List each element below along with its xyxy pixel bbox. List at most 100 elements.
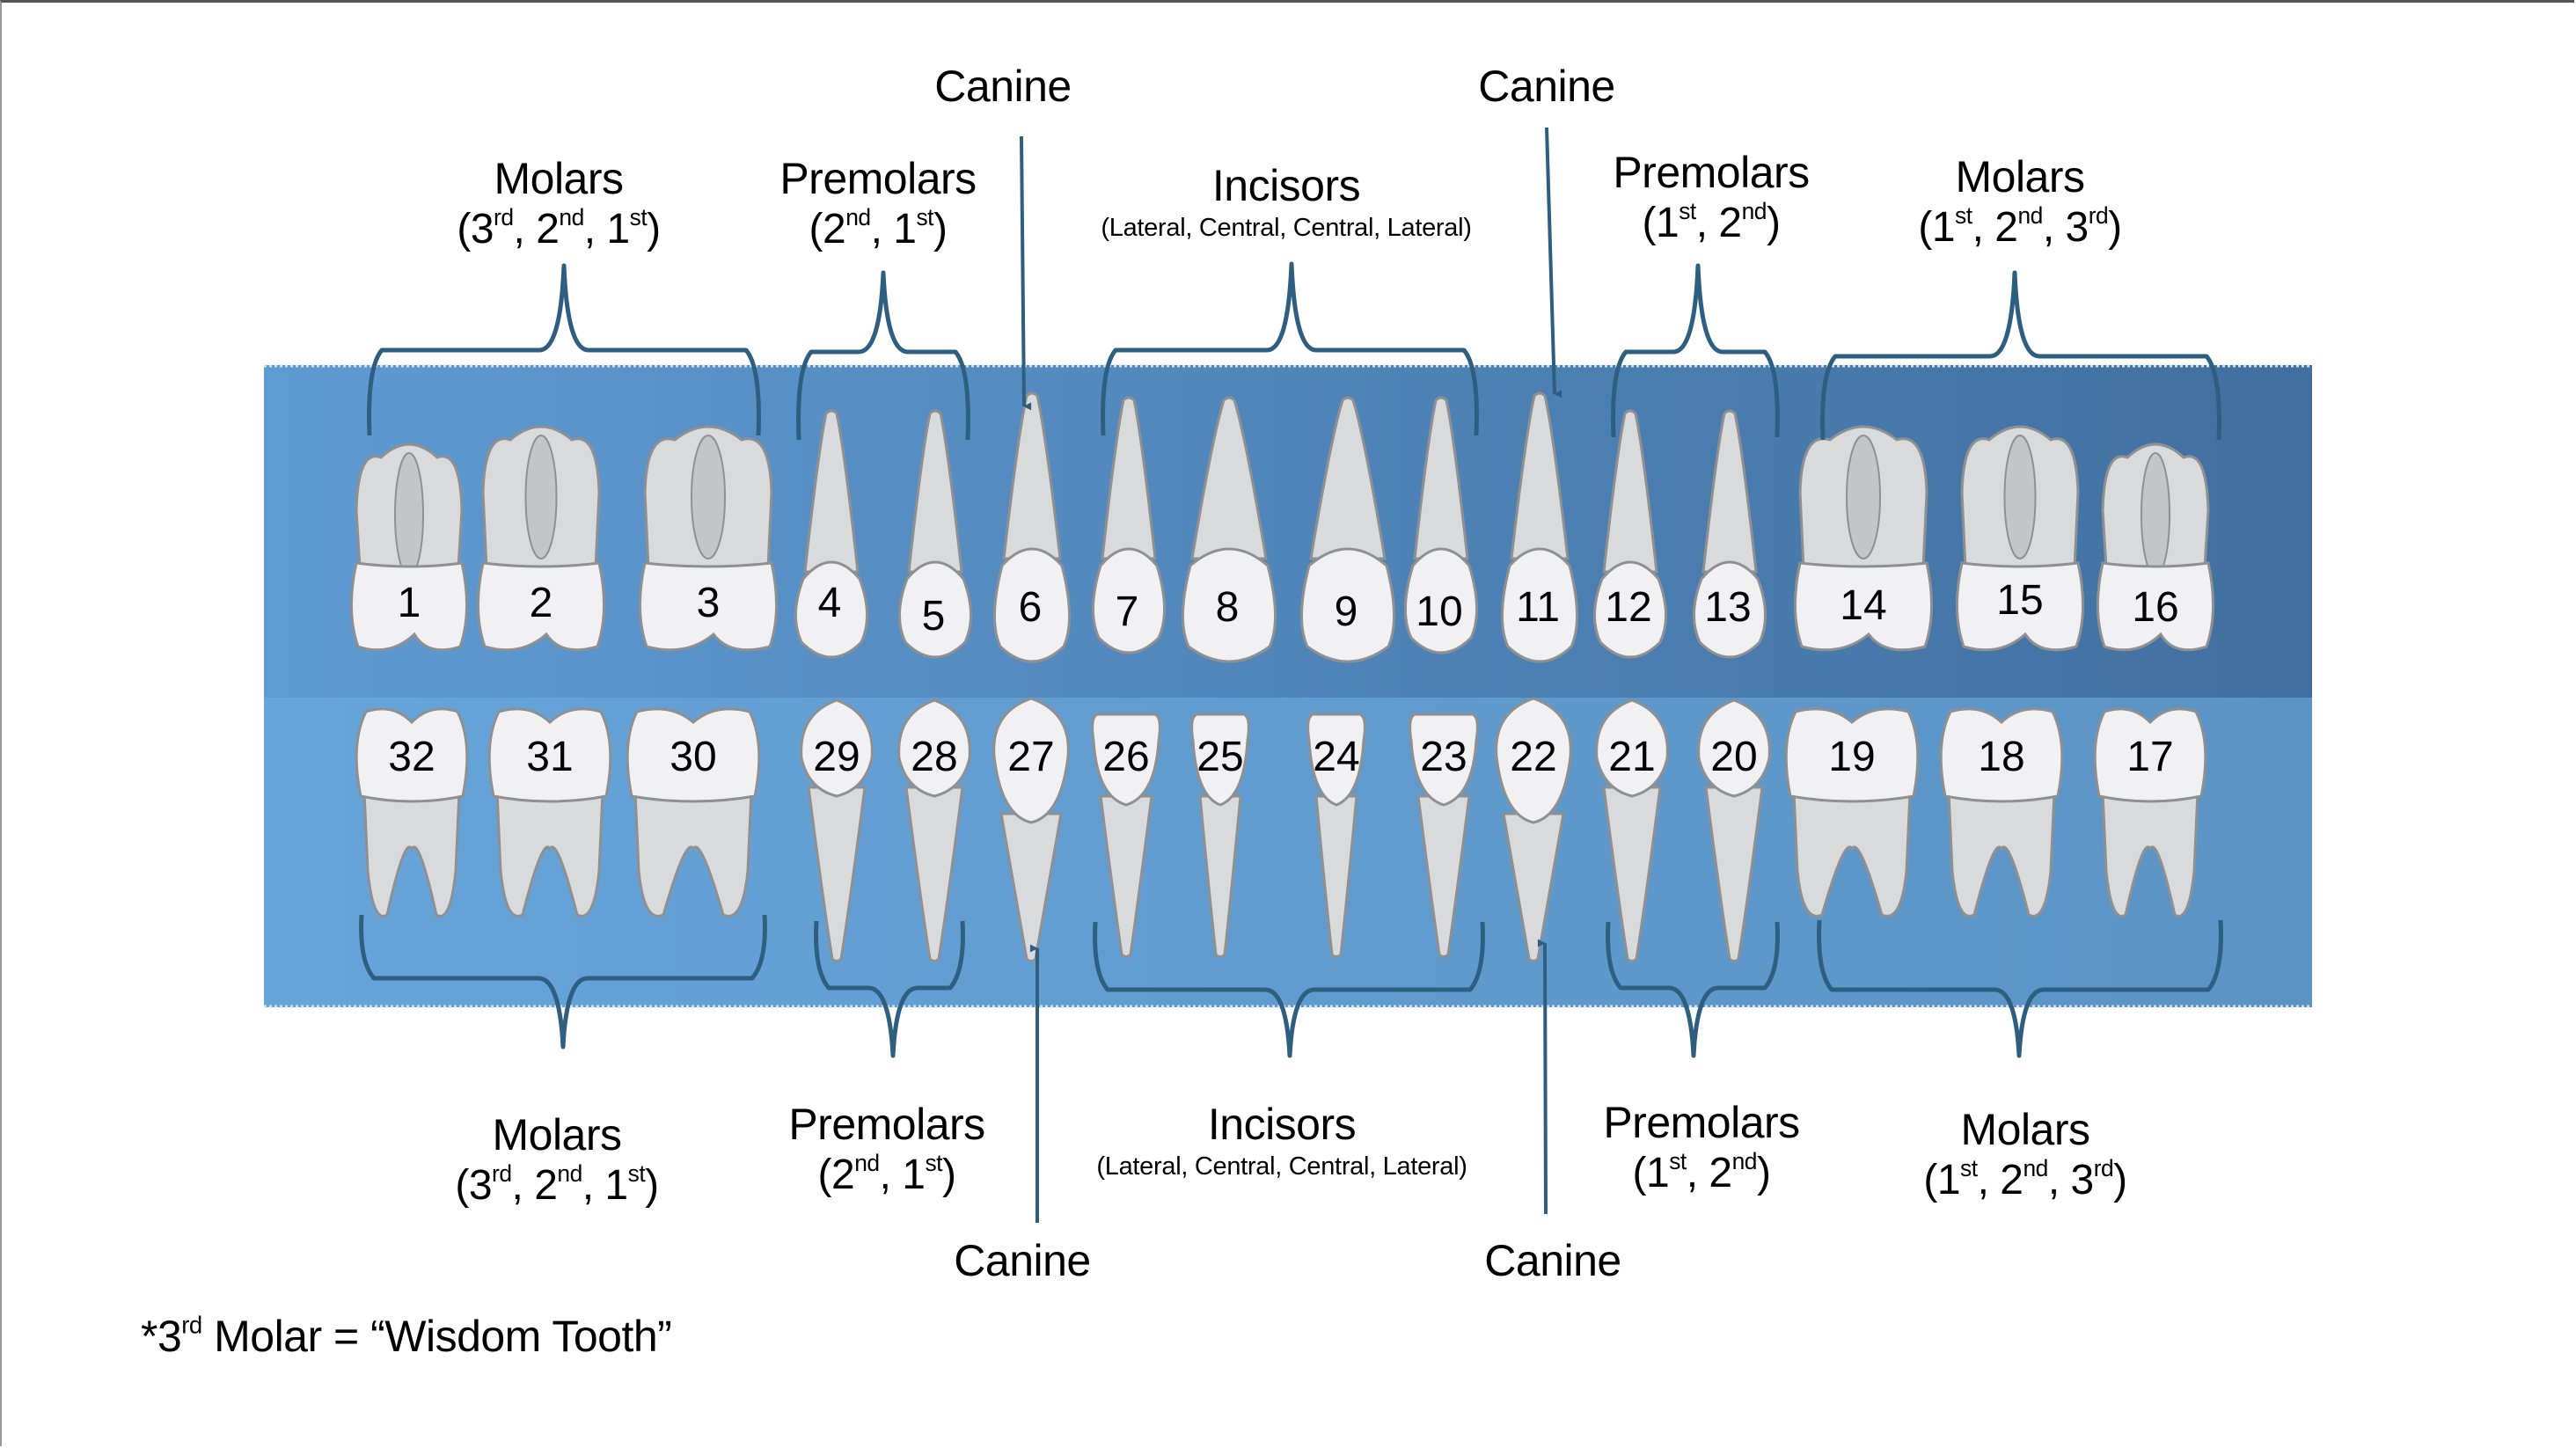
tooth-11[interactable]: 11 <box>1501 391 1578 663</box>
ordinal-suffix: st <box>1955 201 1972 229</box>
label-title: Molars <box>1955 152 2085 201</box>
tooth-crown <box>2093 707 2207 803</box>
tooth-crown <box>1794 561 1933 652</box>
lower-label-premolars-right: Premolars (2nd, 1st) <box>788 1100 985 1199</box>
tooth-7[interactable]: 7 <box>1092 396 1166 655</box>
tooth-12[interactable]: 12 <box>1592 409 1668 659</box>
tooth-21[interactable]: 21 <box>1595 698 1669 962</box>
tooth-root <box>1704 786 1764 962</box>
tooth-number: 14 <box>1840 582 1886 629</box>
tooth-4[interactable]: 4 <box>794 409 869 659</box>
tooth-16[interactable]: 16 <box>2097 442 2214 652</box>
tooth-number: 27 <box>1007 734 1054 780</box>
tooth-19[interactable]: 19 <box>1784 707 1920 918</box>
tooth-crown <box>1784 707 1920 803</box>
tooth-23[interactable]: 23 <box>1409 713 1479 958</box>
tooth-root <box>1190 396 1268 560</box>
tooth-30[interactable]: 30 <box>626 707 761 918</box>
ordinal-number: 1 <box>1931 203 1956 251</box>
ordinal-number: 2 <box>536 205 560 252</box>
lower-label-premolars-left: Premolars (1st, 2nd) <box>1603 1098 1800 1197</box>
tooth-number: 9 <box>1335 589 1358 635</box>
label-ordinals: (1st, 2nd) <box>1642 197 1781 246</box>
tooth-10[interactable]: 10 <box>1404 396 1478 655</box>
ordinal-number: 2 <box>831 1151 855 1198</box>
tooth-crown <box>1595 698 1669 798</box>
ordinal-suffix: st <box>925 1149 942 1176</box>
wisdom-tooth-footnote: *3rd Molar = “Wisdom Tooth” <box>141 1311 672 1362</box>
tooth-crown <box>487 707 612 803</box>
tooth-26[interactable]: 26 <box>1091 713 1161 958</box>
tooth-31[interactable]: 31 <box>487 707 612 918</box>
tooth-24[interactable]: 24 <box>1306 713 1366 958</box>
ordinal-suffix: rd <box>492 1159 512 1187</box>
tooth-number: 30 <box>670 734 716 780</box>
ordinal-number: 1 <box>606 205 630 252</box>
label-title: Canine <box>934 62 1072 111</box>
tooth-27[interactable]: 27 <box>992 697 1070 962</box>
upper-label-premolars-left: Premolars (1st, 2nd) <box>1613 148 1810 247</box>
upper-label-premolars-right: Premolars (2nd, 1st) <box>779 154 977 253</box>
arrow-upper-canine-right <box>1020 135 1032 411</box>
tooth-number: 19 <box>1828 734 1875 780</box>
label-detail: (Lateral, Central, Central, Lateral) <box>1101 213 1472 242</box>
tooth-18[interactable]: 18 <box>1939 707 2064 918</box>
tooth-pulp <box>691 435 726 559</box>
tooth-crown <box>897 560 973 659</box>
tooth-crown <box>1495 697 1572 824</box>
label-title: Incisors <box>1207 1100 1357 1149</box>
lower-label-canine-left: Canine <box>1484 1236 1621 1287</box>
label-title: Canine <box>1478 62 1615 111</box>
tooth-root <box>1002 391 1062 560</box>
tooth-number: 18 <box>1978 734 2024 780</box>
label-title: Premolars <box>779 154 977 203</box>
ordinal-suffix: nd <box>2023 1154 2048 1181</box>
tooth-13[interactable]: 13 <box>1692 409 1767 659</box>
bracket-lower-premolars-right <box>814 920 965 1058</box>
tooth-3[interactable]: 3 <box>639 425 778 652</box>
tooth-number: 3 <box>697 580 721 626</box>
ordinal-suffix: rd <box>2093 1154 2114 1181</box>
tooth-crown <box>2097 561 2214 652</box>
tooth-number: 1 <box>398 580 421 626</box>
upper-label-molars-left: Molars (1st, 2nd, 3rd) <box>1918 152 2122 252</box>
ordinal-number: 3 <box>2070 1156 2094 1203</box>
tooth-8[interactable]: 8 <box>1182 396 1277 663</box>
tooth-crown <box>1409 713 1479 807</box>
tooth-32[interactable]: 32 <box>355 707 469 918</box>
tooth-root <box>999 812 1063 962</box>
tooth-pulp <box>1846 435 1881 559</box>
tooth-20[interactable]: 20 <box>1697 698 1771 962</box>
tooth-28[interactable]: 28 <box>897 698 971 962</box>
upper-label-molars-right: Molars (3rd, 2nd, 1st) <box>457 154 661 253</box>
label-title: Canine <box>1484 1236 1621 1285</box>
tooth-crown <box>1092 547 1166 655</box>
tooth-number: 15 <box>1996 577 2043 624</box>
tooth-25[interactable]: 25 <box>1190 713 1250 958</box>
tooth-root <box>1309 396 1387 560</box>
tooth-17[interactable]: 17 <box>2093 707 2207 918</box>
tooth-1[interactable]: 1 <box>350 442 468 652</box>
upper-label-canine-right: Canine <box>934 62 1072 113</box>
ordinal-suffix: st <box>629 203 648 230</box>
tooth-number: 10 <box>1416 589 1462 635</box>
label-ordinals: (2nd, 1st) <box>817 1149 956 1198</box>
tooth-pulp <box>2141 452 2170 577</box>
tooth-6[interactable]: 6 <box>993 391 1071 663</box>
ordinal-number: 1 <box>1936 1156 1961 1203</box>
tooth-number: 7 <box>1116 589 1139 635</box>
tooth-2[interactable]: 2 <box>477 425 605 652</box>
tooth-9[interactable]: 9 <box>1300 396 1395 663</box>
tooth-29[interactable]: 29 <box>800 698 874 962</box>
tooth-crown <box>1182 547 1277 663</box>
label-ordinals: (3rd, 2nd, 1st) <box>457 203 661 252</box>
tooth-15[interactable]: 15 <box>1956 425 2084 652</box>
tooth-22[interactable]: 22 <box>1495 697 1572 962</box>
tooth-5[interactable]: 5 <box>897 409 973 659</box>
upper-label-canine-left: Canine <box>1478 62 1615 113</box>
tooth-14[interactable]: 14 <box>1794 425 1933 652</box>
label-title: Premolars <box>788 1100 985 1149</box>
ordinal-number: 1 <box>604 1161 628 1209</box>
